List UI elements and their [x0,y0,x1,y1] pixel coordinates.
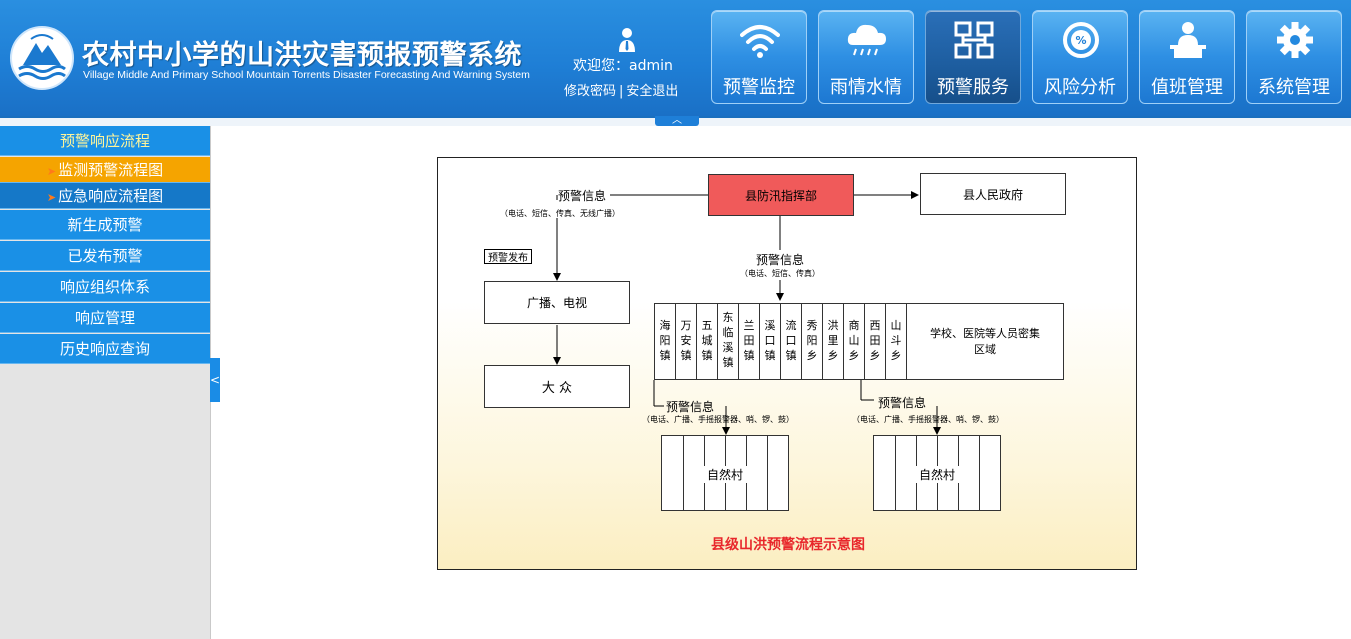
network-icon [954,21,994,59]
town-cell: 洪里乡 [823,304,844,380]
warning-channels-label: （电话、短信、传真） [740,269,820,278]
nav-label: 雨情水情 [830,77,902,98]
collapse-header-button[interactable]: ︿ [655,116,699,126]
warning-info-label: 预警信息 [666,400,715,414]
system-title: 农村中小学的山洪灾害预报预警系统 [82,40,522,71]
dense-area-cell: 学校、医院等人员密集区域 [930,327,1040,356]
warning-info-label: 预警信息 [878,396,927,410]
broadcast-box: 广播、电视 [484,281,630,324]
logo-icon [10,26,74,90]
warning-channels-label: （电话、短信、传真、无线广播） [500,209,620,218]
town-cell: 商山乡 [844,304,865,380]
nav-button-duty-management[interactable]: 值班管理 [1139,10,1235,104]
public-box: 大 众 [484,365,630,408]
nav-button-warning-service[interactable]: 预警服务 [925,10,1021,104]
government-box: 县人民政府 [920,173,1066,215]
town-cell: 东临溪镇 [718,304,739,380]
warning-info-label: 预警信息 [756,253,805,267]
sidebar-toggle-button[interactable]: < [210,358,220,402]
percent-gauge-icon: % [1063,22,1099,58]
release-tag: 预警发布 [484,249,532,264]
village-box-right: 自然村 [873,435,1001,511]
town-cell: 秀阳乡 [802,304,823,380]
system-subtitle: Village Middle And Primary School Mounta… [83,69,530,81]
town-cell: 山斗乡 [886,304,907,380]
change-password-link[interactable]: 修改密码 [564,84,617,99]
town-cell: 万安镇 [676,304,697,380]
sidebar-item-response-management[interactable]: 响应管理 [0,303,210,333]
warning-channels-label: （电话、广播、手摇报警器、哨、锣、鼓） [852,415,1004,424]
warning-info-label: 预警信息 [558,189,607,203]
sidebar-subitem-monitor-flowchart[interactable]: ➤监测预警流程图 [0,157,210,183]
sidebar-item-label: 应急响应流程图 [58,187,164,205]
diagram-caption: 县级山洪预警流程示意图 [711,537,865,553]
nav-label: 系统管理 [1258,77,1330,98]
wifi-icon [740,25,780,58]
flowchart-connectors [553,191,941,435]
town-cell: 流口镇 [781,304,802,380]
welcome-text: 欢迎您：admin [573,58,673,74]
nav-button-system-management[interactable]: 系统管理 [1246,10,1342,104]
nav-label: 预警监控 [723,77,795,98]
village-label: 自然村 [914,466,960,483]
sidebar-item-label: 监测预警流程图 [58,161,164,179]
arrow-right-icon: ➤ [46,191,57,204]
sidebar-item-new-warning[interactable]: 新生成预警 [0,210,210,240]
sidebar: 预警响应流程 ➤监测预警流程图 ➤应急响应流程图 新生成预警 已发布预警 响应组… [0,126,210,639]
arrow-right-icon: ➤ [46,165,57,178]
town-cell: 兰田镇 [739,304,760,380]
towns-table: 海阳镇 万安镇 五城镇 东临溪镇 兰田镇 溪口镇 流口镇 秀阳乡 洪里乡 商山乡… [654,303,1064,380]
nav-button-risk-analysis[interactable]: % 风险分析 [1032,10,1128,104]
flowchart-image: 预警信息 （电话、短信、传真、无线广播） 县防汛指挥部 县人民政府 预警发布 广… [437,157,1137,570]
command-center-box: 县防汛指挥部 [708,174,854,216]
nav-label: 值班管理 [1151,77,1223,98]
user-icon [619,28,635,52]
town-cell: 西田乡 [865,304,886,380]
rain-cloud-icon [847,24,886,56]
town-cell: 海阳镇 [655,304,676,380]
link-separator: | [619,84,624,99]
sidebar-item-history-query[interactable]: 历史响应查询 [0,334,210,364]
village-label: 自然村 [702,466,748,483]
logout-link[interactable]: 安全退出 [626,84,679,99]
nav-label: 风险分析 [1044,77,1116,98]
nav-button-warning-monitor[interactable]: 预警监控 [711,10,807,104]
gear-icon [1277,22,1313,58]
nav-label: 预警服务 [937,77,1009,98]
village-box-left: 自然村 [661,435,789,511]
town-cell: 溪口镇 [760,304,781,380]
sidebar-item-response-organization[interactable]: 响应组织体系 [0,272,210,302]
warning-channels-label: （电话、广播、手摇报警器、哨、锣、鼓） [642,415,794,424]
town-cell: 五城镇 [697,304,718,380]
top-header: 农村中小学的山洪灾害预报预警系统 Village Middle And Prim… [0,0,1351,116]
user-links: 修改密码|安全退出 [564,80,678,99]
sidebar-subitem-emergency-flowchart[interactable]: ➤应急响应流程图 [0,183,210,209]
svg-text:%: % [1075,34,1086,47]
sidebar-item-warning-response-flow[interactable]: 预警响应流程 [0,126,210,156]
sidebar-item-published-warning[interactable]: 已发布预警 [0,241,210,271]
duty-person-icon [1170,22,1206,58]
nav-button-rain-water[interactable]: 雨情水情 [818,10,914,104]
